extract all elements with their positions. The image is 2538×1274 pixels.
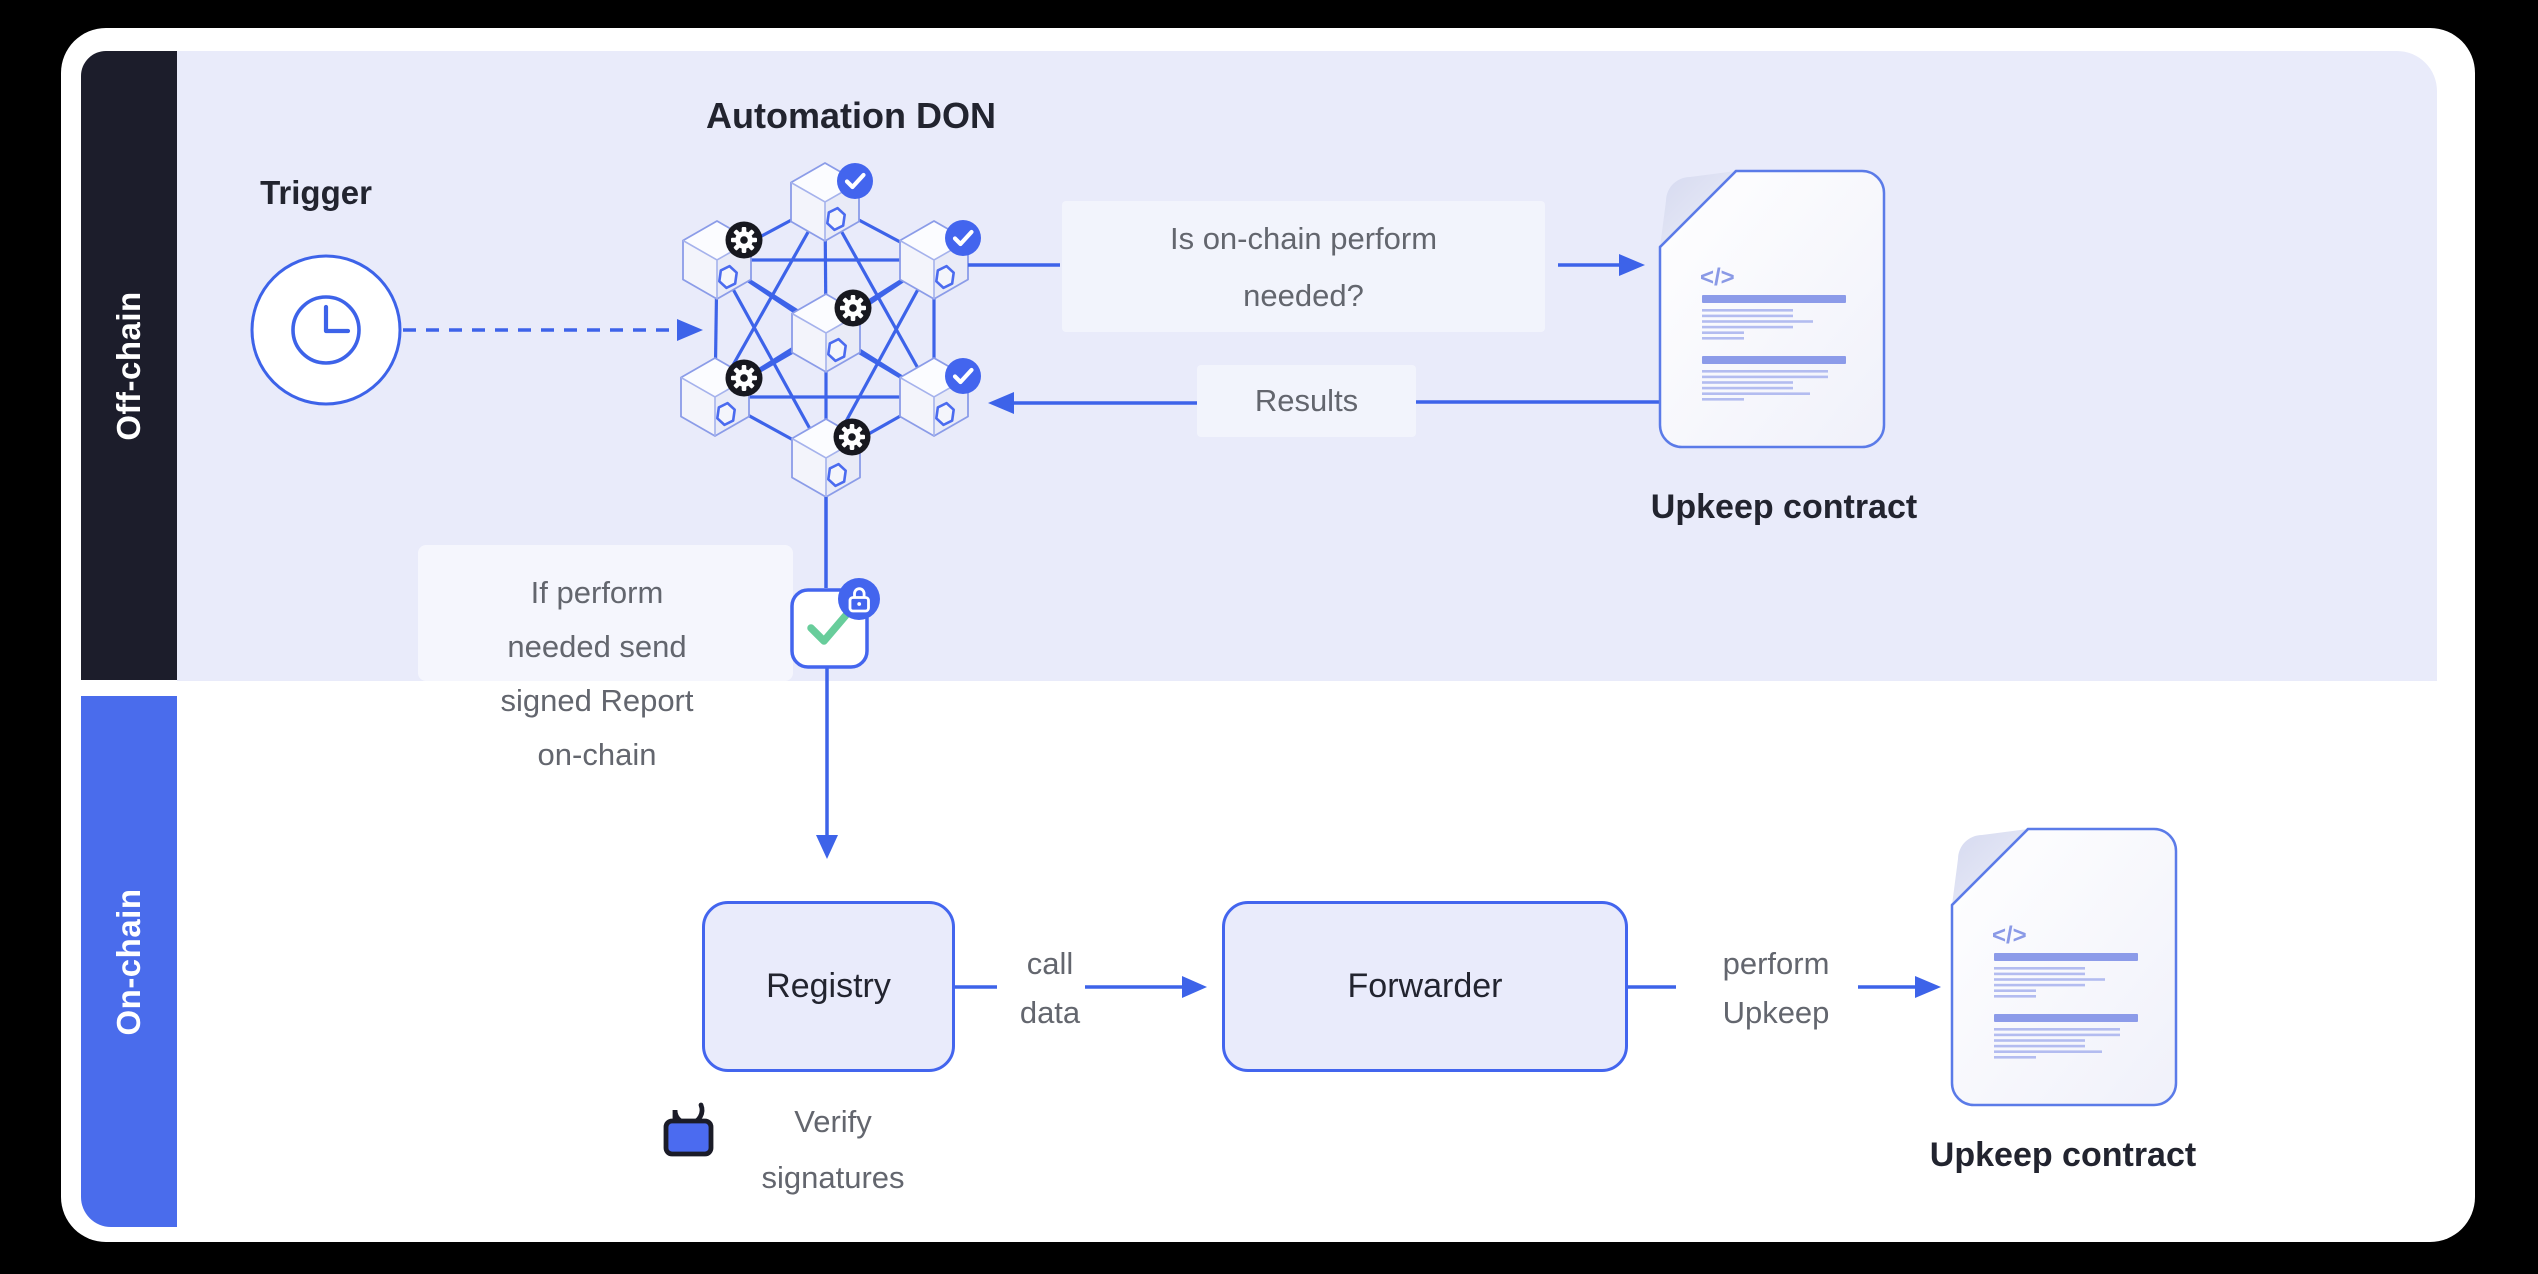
call-data-connector [955,976,1207,998]
gear-icon [834,289,872,327]
perform-upkeep-label: perform Upkeep [1722,946,1830,1030]
verify-signatures-label: Verify signatures [761,1104,905,1195]
registry-box: Registry [702,901,955,1072]
check-icon [837,163,873,199]
trigger-label: Trigger [260,174,372,211]
question-label: Is on-chain perform needed? [1062,201,1545,332]
trigger-arrow [403,319,703,341]
registry-label: Registry [766,967,891,1005]
results-connector [988,392,1659,414]
offchain-sidebar: Off-chain [81,51,177,680]
if-perform-backdrop [418,545,793,681]
checkmark-icon [807,610,851,645]
unlock-icon [663,1102,714,1157]
gear-icon [833,418,871,456]
check-icon [945,220,981,256]
forwarder-label: Forwarder [1347,967,1503,1005]
code-document-icon: </> [1658,169,1886,449]
check-icon [945,358,981,394]
gear-icon [725,221,763,259]
upkeep-contract-top-label: Upkeep contract [1650,488,1918,526]
code-glyph: </> [1992,922,2027,949]
onchain-sidebar: On-chain [81,696,177,1227]
results-label: Results [1197,365,1416,437]
perform-upkeep-connector [1628,976,1941,998]
clock-icon [250,254,402,406]
signed-report-icon [790,578,880,669]
report-connector [816,497,838,859]
upkeep-contract-bottom-label: Upkeep contract [1929,1136,2197,1174]
code-glyph: </> [1700,264,1735,291]
automation-don-label: Automation DON [706,95,996,136]
gear-icon [725,359,763,397]
lock-icon [838,578,880,620]
code-document-icon: </> [1950,827,2178,1107]
question-connector [968,254,1645,276]
call-data-label: call data [1019,946,1081,1030]
if-perform-label: If perform needed send signed Report on-… [500,575,694,772]
forwarder-box: Forwarder [1222,901,1628,1072]
